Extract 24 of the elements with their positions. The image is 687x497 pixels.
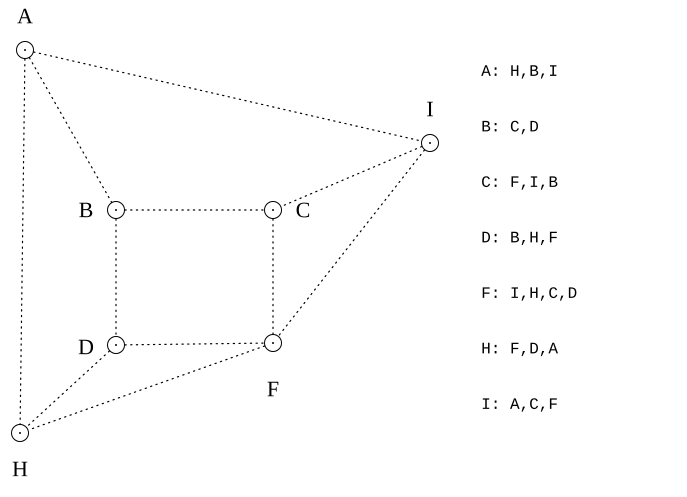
adjacency-entry: D: B,H,F	[482, 232, 557, 246]
dotted-line	[272, 218, 274, 335]
dotted-line	[26, 350, 110, 428]
dotted-line	[280, 146, 422, 208]
dotted-line	[20, 58, 26, 425]
adjacency-entry: H: F,D,A	[482, 342, 558, 356]
adjacency-entry: F: I,H,C,D	[482, 287, 576, 301]
dotted-line	[124, 209, 265, 211]
vertex-label: I	[427, 102, 433, 116]
vertex-label: C	[296, 202, 310, 218]
adjacency-entry: B: C,D	[482, 120, 538, 134]
adjacency-entry: C: F,I,B	[482, 176, 558, 190]
adjacency-entry: I: A,C,F	[482, 398, 557, 412]
vertex-label: F	[268, 382, 278, 396]
vertex-label: D	[78, 340, 94, 354]
dotted-line	[28, 57, 112, 203]
dotted-line	[278, 149, 426, 336]
vertex-label: A	[17, 8, 33, 24]
vertex-label: B	[79, 202, 92, 218]
dotted-line	[124, 342, 265, 346]
dotted-line	[115, 218, 117, 337]
adjacency-entry: A: H,B,I	[481, 65, 556, 79]
vertex-label: H	[12, 462, 28, 476]
dotted-line	[33, 51, 422, 142]
